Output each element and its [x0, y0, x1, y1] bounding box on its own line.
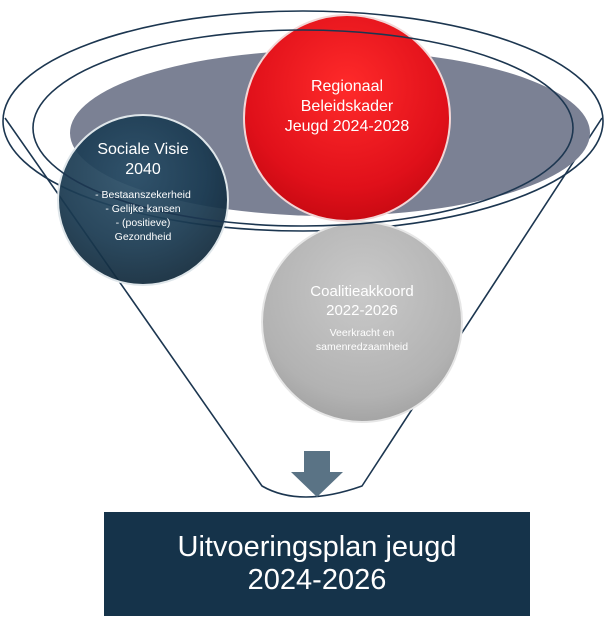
coalition-title-line1: Coalitieakkoord	[310, 283, 414, 300]
social-vision-items: - Bestaanszekerheid - Gelijke kansen - (…	[78, 188, 208, 244]
regional-title-line1: Regionaal	[310, 78, 384, 95]
list-item: Gezondheid	[114, 231, 172, 243]
social-vision-title-line1: Sociale Visie	[97, 141, 189, 158]
coalition-agreement-title: Coalitieakkoord 2022-2026	[282, 282, 442, 320]
list-item: - (positieve)	[115, 217, 171, 229]
regional-title-line3: Jeugd 2024-2028	[284, 118, 410, 135]
list-item: - Bestaanszekerheid	[95, 189, 191, 201]
regional-title-line2: Beleidskader	[300, 98, 394, 115]
regional-framework-label: Regionaal Beleidskader Jeugd 2024-2028	[262, 77, 432, 137]
coalition-agreement-label: Coalitieakkoord 2022-2026 Veerkracht en …	[282, 282, 442, 354]
social-vision-title: Sociale Visie 2040	[78, 140, 208, 180]
output-plan-title: Uitvoeringsplan jeugd	[177, 531, 457, 563]
regional-framework-circle	[243, 14, 451, 222]
list-item: Veerkracht en	[329, 327, 395, 339]
down-arrow-icon	[291, 451, 343, 497]
list-item: - Gelijke kansen	[105, 203, 181, 215]
coalition-agreement-items: Veerkracht en samenredzaamheid	[282, 326, 442, 354]
regional-framework-title: Regionaal Beleidskader Jeugd 2024-2028	[262, 77, 432, 137]
coalition-circle	[261, 221, 463, 423]
funnel-rim-inner	[32, 29, 574, 227]
list-item: samenredzaamheid	[315, 341, 409, 353]
funnel-rim-outer	[2, 10, 604, 232]
funnel-outline	[4, 117, 603, 498]
output-plan-box: Uitvoeringsplan jeugd 2024-2026	[104, 512, 530, 616]
social-vision-title-line2: 2040	[125, 161, 161, 178]
coalition-title-line2: 2022-2026	[326, 302, 398, 319]
social-vision-label: Sociale Visie 2040 - Bestaanszekerheid -…	[78, 140, 208, 244]
output-plan-period: 2024-2026	[247, 564, 387, 596]
social-vision-circle	[57, 114, 229, 286]
